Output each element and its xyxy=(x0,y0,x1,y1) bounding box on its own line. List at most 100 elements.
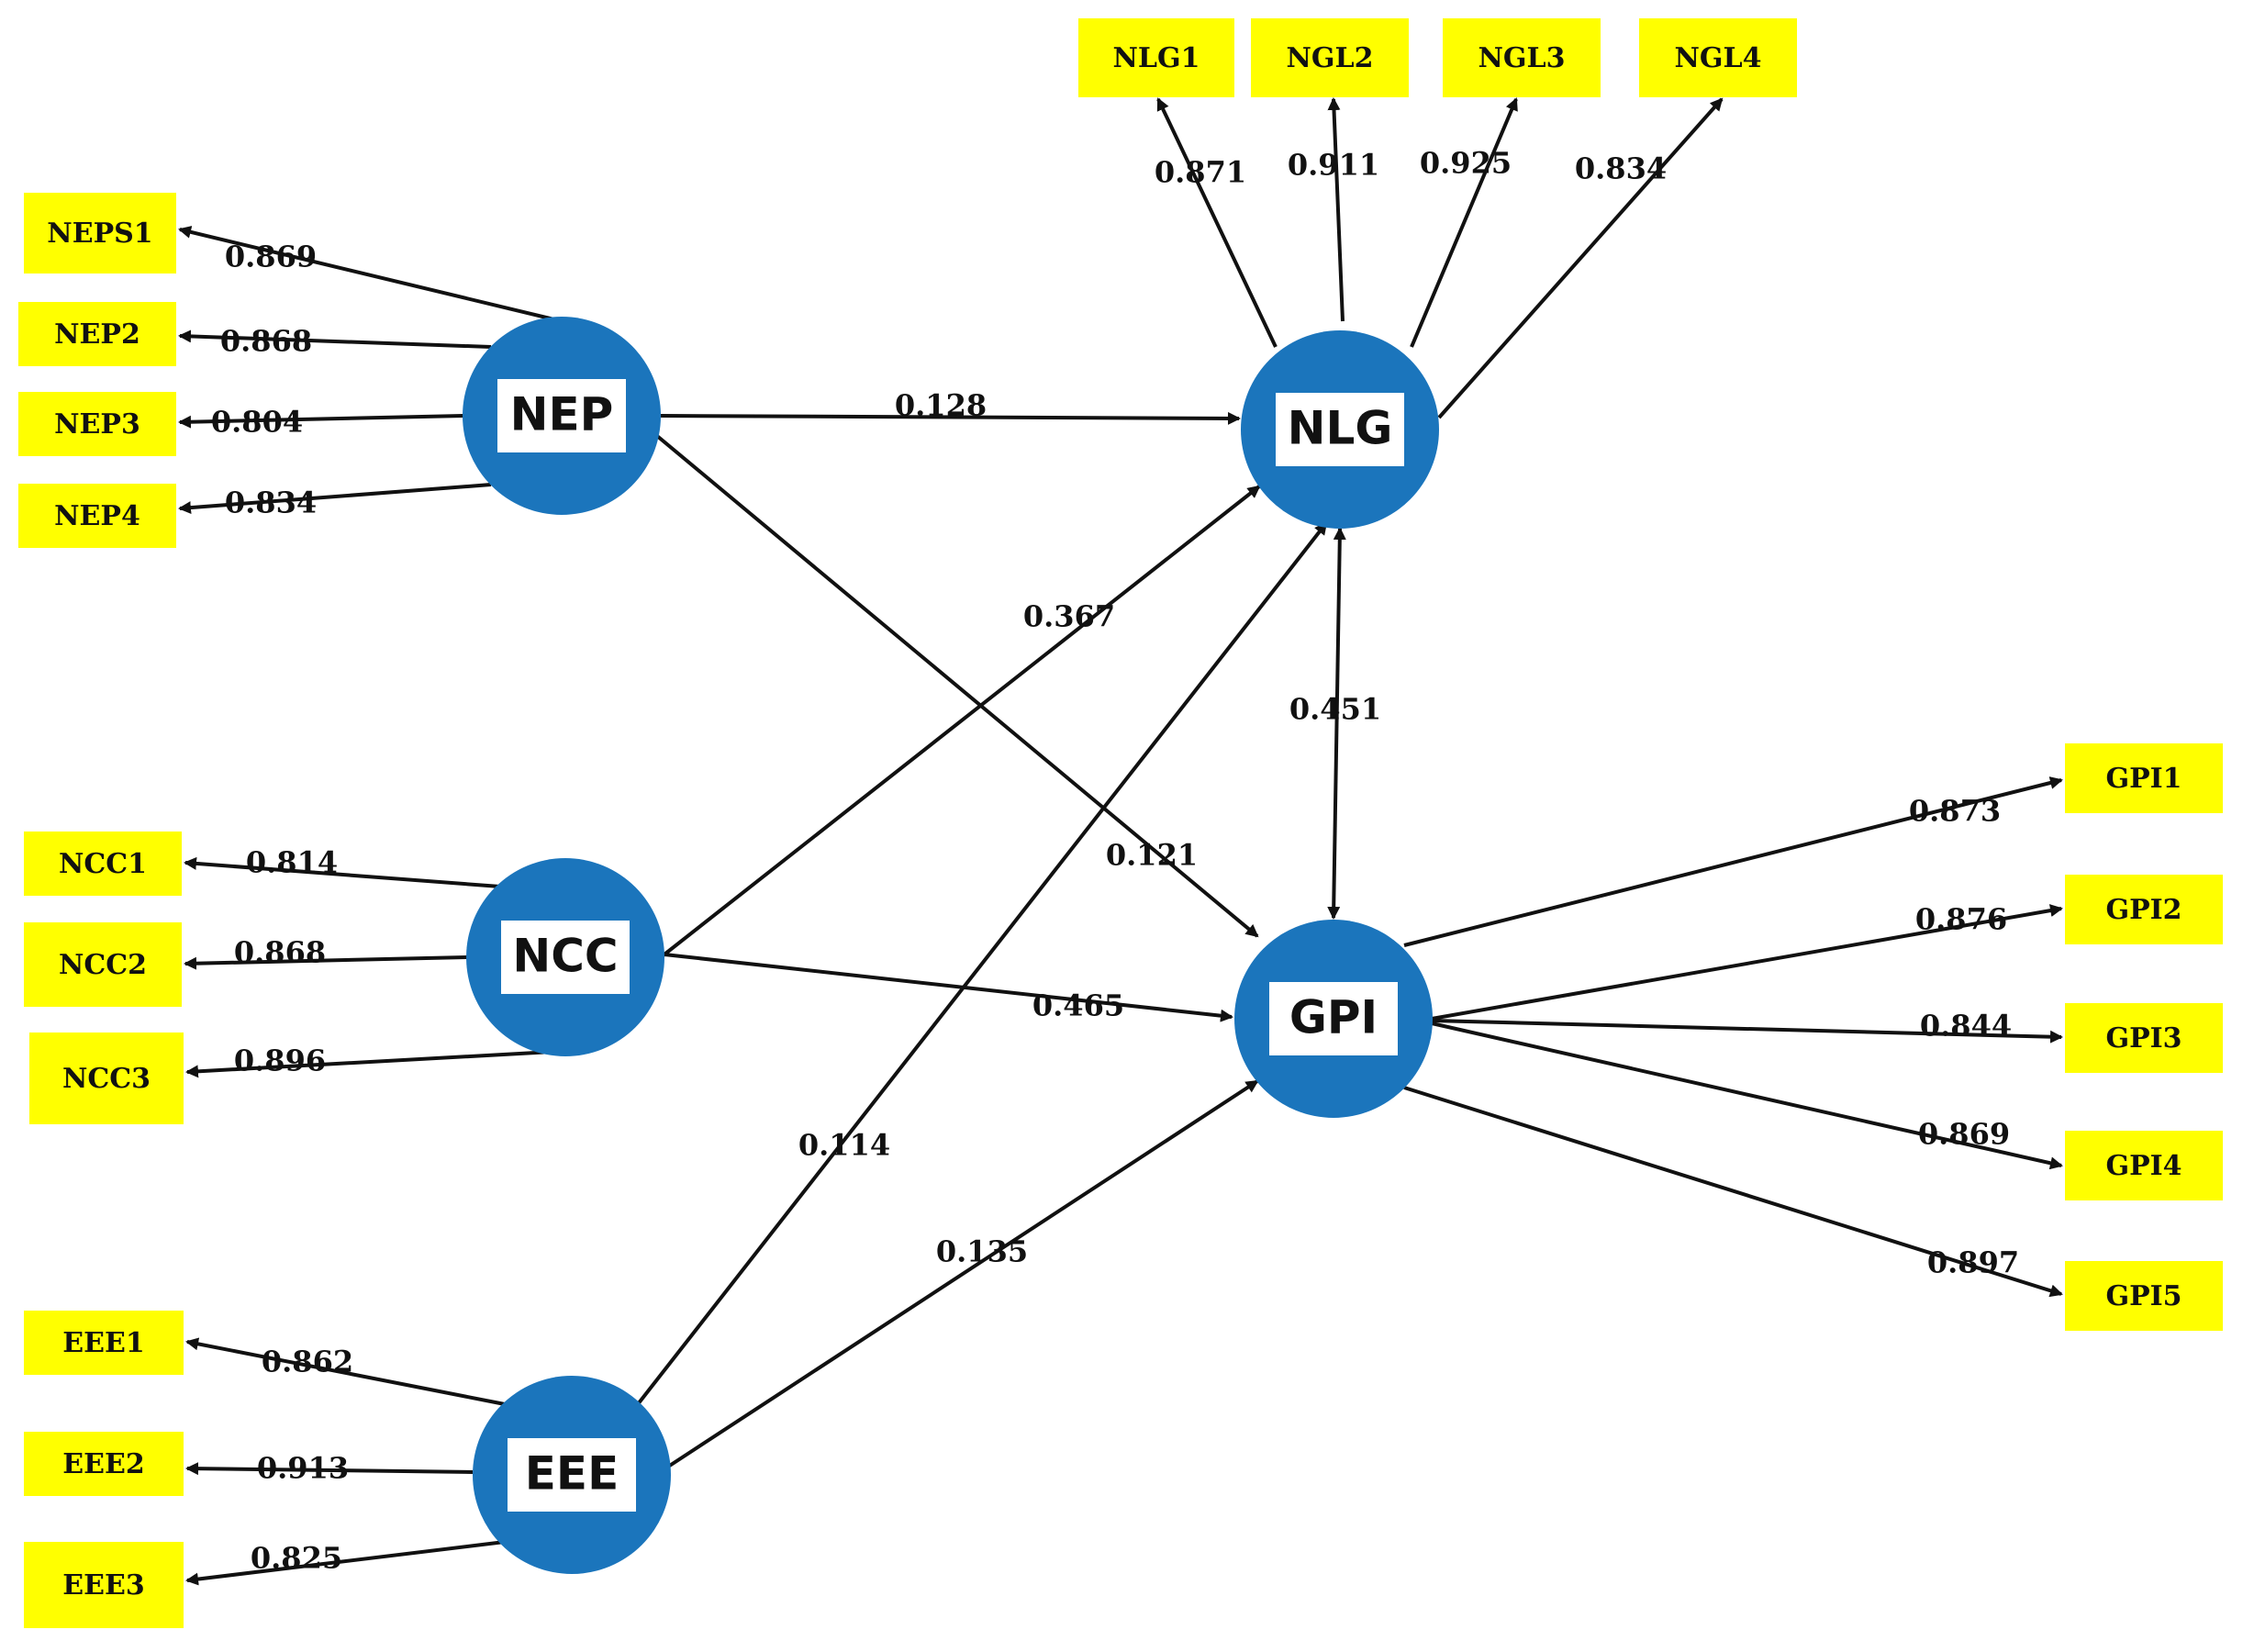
indicator-label: EEE1 xyxy=(62,1327,144,1359)
loading-arrow-neps1 xyxy=(178,225,563,323)
construct-label-box xyxy=(508,1438,636,1512)
indicator-label: NEP3 xyxy=(54,408,140,441)
indicator-box xyxy=(1251,18,1409,97)
indicator-box xyxy=(18,484,176,548)
indicator-box xyxy=(2065,743,2223,813)
path-coef-nep-gpi: 0.121 xyxy=(1106,838,1198,873)
indicator-box xyxy=(2065,875,2223,944)
indicator-label: GPI3 xyxy=(2105,1022,2182,1055)
construct-nlg: NLG xyxy=(1241,330,1439,529)
indicator-label: NEP4 xyxy=(54,500,140,532)
indicator-box xyxy=(2065,1003,2223,1073)
indicator-label: NEPS1 xyxy=(47,218,152,250)
indicator-box xyxy=(24,1432,184,1496)
indicator-eee1: EEE1 xyxy=(24,1311,184,1375)
indicator-label: NCC3 xyxy=(62,1063,151,1095)
path-arrow-ncc-gpi xyxy=(664,953,1233,1022)
indicator-box xyxy=(24,832,182,896)
indicator-label: GPI1 xyxy=(2105,763,2182,795)
indicator-eee2: EEE2 xyxy=(24,1432,184,1496)
indicator-gpi1: GPI1 xyxy=(2065,743,2223,813)
construct-ncc: NCC xyxy=(466,858,664,1056)
loading-label-ngl3: 0.925 xyxy=(1420,146,1512,181)
indicator-gpi5: GPI5 xyxy=(2065,1261,2223,1331)
path-coef-eee-nlg: 0.114 xyxy=(798,1128,890,1163)
construct-label-box xyxy=(1269,982,1398,1055)
indicator-box xyxy=(1639,18,1797,97)
indicator-label: EEE2 xyxy=(62,1448,144,1480)
loading-label-eee3: 0.825 xyxy=(251,1541,342,1576)
path-arrow-eee-gpi xyxy=(664,1079,1259,1470)
edges-layer xyxy=(178,97,2063,1586)
indicator-box xyxy=(2065,1131,2223,1200)
labels-layer: 0.8690.8680.8040.8340.8140.8680.8960.862… xyxy=(211,146,2019,1576)
loading-label-nep4: 0.834 xyxy=(225,486,317,520)
loading-arrow-gpi1 xyxy=(1403,776,2063,947)
loading-arrow-ngl3 xyxy=(1410,97,1518,348)
construct-label: NLG xyxy=(1288,402,1393,455)
construct-label: EEE xyxy=(525,1447,619,1501)
loading-label-eee2: 0.913 xyxy=(257,1451,349,1486)
indicator-label: NEP2 xyxy=(54,318,140,351)
path-coef-nlg-gpi: 0.451 xyxy=(1289,692,1381,727)
indicator-gpi3: GPI3 xyxy=(2065,1003,2223,1073)
loading-label-nlg1: 0.871 xyxy=(1155,155,1246,190)
construct-gpi: GPI xyxy=(1234,920,1433,1118)
construct-eee: EEE xyxy=(473,1376,671,1574)
loading-arrow-gpi4 xyxy=(1431,1021,2063,1170)
loading-arrow-ngl4 xyxy=(1437,97,1724,419)
loading-arrow-ngl2 xyxy=(1327,97,1345,322)
indicator-label: GPI2 xyxy=(2105,894,2182,926)
indicator-nep3: NEP3 xyxy=(18,392,176,456)
indicator-box xyxy=(24,1311,184,1375)
indicator-label: NLG1 xyxy=(1112,42,1200,74)
indicator-label: NCC1 xyxy=(59,848,147,880)
loading-label-gpi2: 0.876 xyxy=(1915,902,2007,937)
construct-label: GPI xyxy=(1289,991,1378,1044)
indicator-nlg1: NLG1 xyxy=(1078,18,1234,97)
indicator-box xyxy=(29,1032,184,1124)
indicator-nep4: NEP4 xyxy=(18,484,176,548)
loading-arrow-ncc1 xyxy=(184,856,501,888)
loading-label-gpi5: 0.897 xyxy=(1927,1245,2019,1280)
loading-label-nep3: 0.804 xyxy=(211,405,303,440)
path-coef-nep-nlg: 0.128 xyxy=(895,388,987,423)
indicator-label: NCC2 xyxy=(59,949,147,981)
indicator-ngl3: NGL3 xyxy=(1443,18,1601,97)
loading-arrow-nep3 xyxy=(178,414,464,429)
loading-label-nep2: 0.868 xyxy=(220,324,312,359)
loading-label-eee1: 0.862 xyxy=(262,1345,353,1379)
loading-arrow-nep4 xyxy=(178,483,492,515)
loading-label-ncc1: 0.814 xyxy=(246,845,338,880)
path-arrow-nep-nlg xyxy=(660,411,1241,425)
indicator-box xyxy=(24,193,176,273)
construct-label: NCC xyxy=(512,930,618,983)
loading-arrow-eee3 xyxy=(185,1540,506,1586)
loading-arrow-gpi5 xyxy=(1403,1086,2063,1298)
loading-arrow-gpi3 xyxy=(1431,1019,2063,1044)
indicator-nep2: NEP2 xyxy=(18,302,176,366)
path-arrow-ncc-nlg xyxy=(659,485,1261,959)
loading-label-ngl2: 0.911 xyxy=(1288,148,1379,183)
loading-arrow-eee1 xyxy=(185,1337,506,1406)
indicator-box xyxy=(18,392,176,456)
indicator-ncc1: NCC1 xyxy=(24,832,182,896)
loading-label-gpi3: 0.844 xyxy=(1920,1009,2012,1044)
indicator-box xyxy=(24,922,182,1007)
indicator-ngl2: NGL2 xyxy=(1251,18,1409,97)
loading-arrow-gpi2 xyxy=(1431,904,2063,1021)
indicator-ncc3: NCC3 xyxy=(29,1032,184,1124)
path-arrow-eee-nlg xyxy=(636,521,1328,1406)
indicator-neps1: NEPS1 xyxy=(24,193,176,273)
loading-label-neps1: 0.869 xyxy=(225,240,317,274)
loading-label-gpi4: 0.869 xyxy=(1918,1117,2010,1152)
indicator-ncc2: NCC2 xyxy=(24,922,182,1007)
indicator-label: GPI5 xyxy=(2105,1280,2182,1312)
indicator-ngl4: NGL4 xyxy=(1639,18,1797,97)
path-coef-ncc-gpi: 0.465 xyxy=(1032,988,1124,1023)
indicator-box xyxy=(1078,18,1234,97)
indicator-box xyxy=(18,302,176,366)
loading-label-gpi1: 0.873 xyxy=(1909,794,2001,829)
